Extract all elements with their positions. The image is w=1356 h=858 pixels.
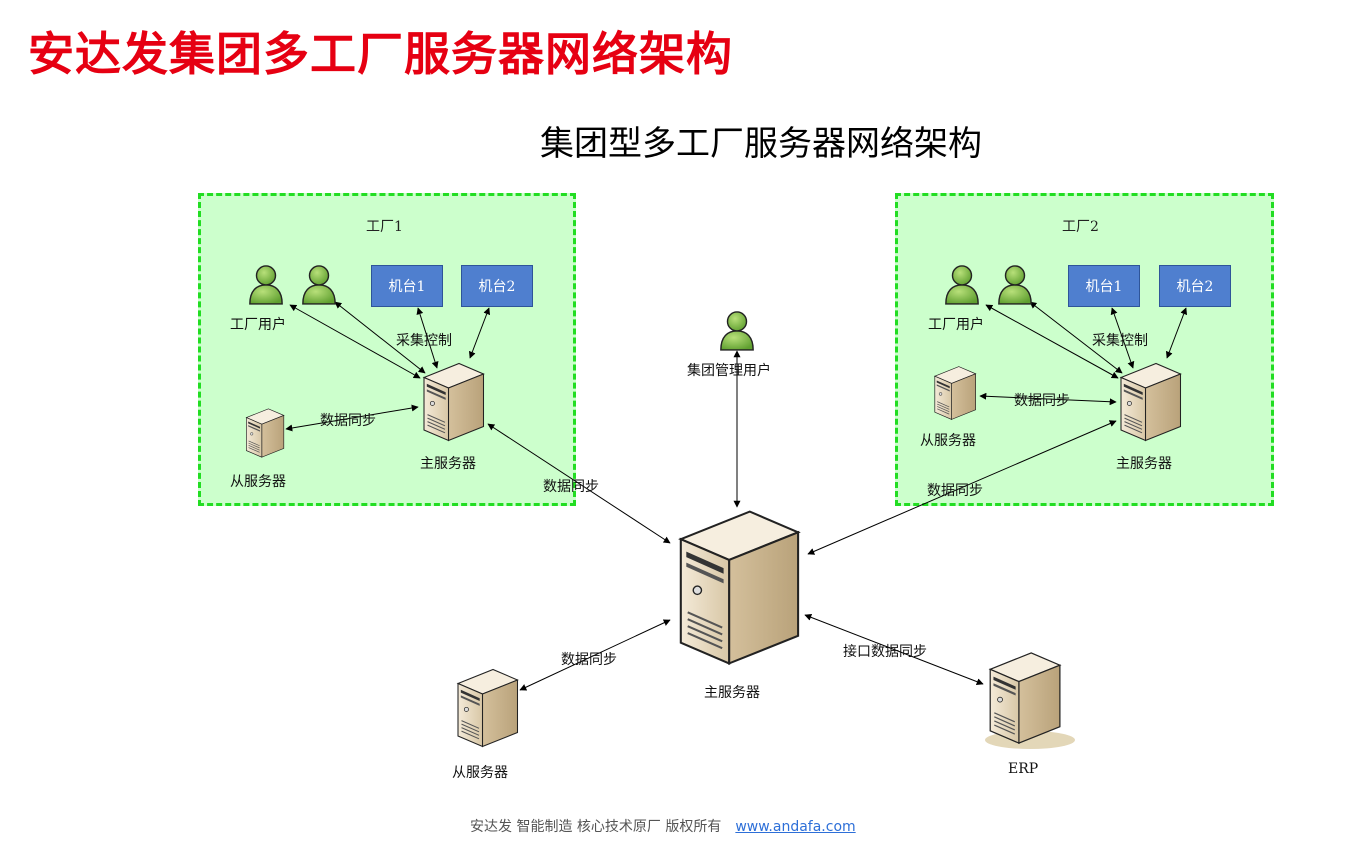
f1-slave-link [285,404,419,432]
central-sync-slave-label: 数据同步 [561,652,617,668]
footer-link[interactable]: www.andafa.com [735,819,856,835]
f1-main-server-label: 主服务器 [420,456,476,472]
central-main-server-label: 主服务器 [704,685,760,701]
central-sync-f2-label: 数据同步 [927,483,983,499]
diagram-title: 集团型多工厂服务器网络架构 [540,124,982,164]
f2-machine2-link [1165,307,1188,359]
f1-users-label: 工厂用户 [230,317,286,333]
f2-main-server-icon [1120,362,1182,442]
f1-collect-label: 采集控制 [396,333,452,349]
central-slave-server-icon [457,668,519,748]
f1-user1-icon [249,265,283,305]
f1-machine1: 机台1 [371,265,443,307]
f2-sync-label: 数据同步 [1014,393,1070,409]
group-admin-icon [720,311,754,351]
group-admin-label: 集团管理用户 [687,363,771,379]
f1-machine2-link [468,307,491,359]
f2-users-label: 工厂用户 [928,317,984,333]
factory2-title: 工厂2 [1062,219,1099,235]
central-erp-link [804,614,984,685]
page-title: 安达发集团多工厂服务器网络架构 [28,27,733,81]
erp-label: ERP [1008,761,1039,777]
central-f1-link [487,423,671,544]
central-slave-link [519,619,671,691]
f2-slave-server-icon [934,366,976,420]
f2-slave-link [979,392,1117,406]
factory1-title: 工厂1 [366,219,403,235]
f2-machine2: 机台2 [1159,265,1231,307]
f2-user2-link [1029,301,1123,374]
f1-user2-icon [302,265,336,305]
central-sync-erp-label: 接口数据同步 [843,644,927,660]
f1-machine2: 机台2 [461,265,533,307]
f1-main-server-icon [423,362,485,442]
central-slave-server-label: 从服务器 [452,765,508,781]
f1-slave-server-label: 从服务器 [230,474,286,490]
f1-slave-server-icon [246,408,285,458]
f2-user2-icon [998,265,1032,305]
f1-user2-link [334,301,426,374]
f2-machine1: 机台1 [1068,265,1140,307]
f2-machine1-link [1110,307,1135,369]
f2-collect-label: 采集控制 [1092,333,1148,349]
f2-user1-icon [945,265,979,305]
f1-machine1-link [416,307,439,369]
erp-server-icon [989,652,1061,744]
central-f2-link [807,420,1117,555]
f1-sync-label: 数据同步 [320,413,376,429]
central-main-server-icon [679,510,800,665]
central-sync-f1-label: 数据同步 [543,479,599,495]
f2-main-server-label: 主服务器 [1116,456,1172,472]
footer-text: 安达发 智能制造 核心技术原厂 版权所有 [470,819,722,835]
f2-slave-server-label: 从服务器 [920,433,976,449]
footer: 安达发 智能制造 核心技术原厂 版权所有 www.andafa.com [470,816,856,836]
